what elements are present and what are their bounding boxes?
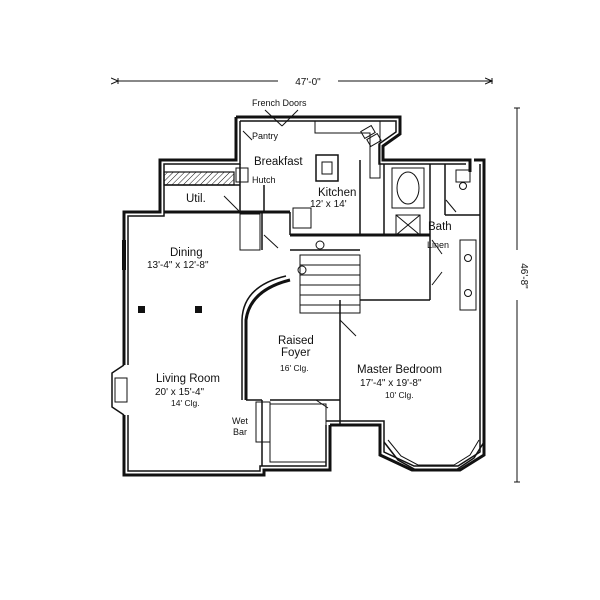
- entry-porch: [269, 403, 327, 463]
- kitchen-dims: 12' x 14': [310, 199, 347, 210]
- living-room-label: Living Room: [156, 373, 220, 385]
- depth-label: 46'-8": [518, 263, 529, 289]
- kitchen-label: Kitchen: [318, 187, 356, 199]
- bath-label: Bath: [428, 221, 452, 233]
- util-label: Util.: [186, 193, 206, 205]
- vanity: [459, 239, 477, 311]
- shower: [395, 214, 421, 236]
- width-dimension: 47'-0": [118, 77, 492, 88]
- dining-dims: 13'-4" x 12'-8": [147, 260, 209, 271]
- french-doors-label: French Doors: [252, 98, 307, 108]
- doors: [223, 109, 457, 409]
- width-label: 47'-0": [295, 77, 321, 88]
- linen-label: Linen: [427, 240, 449, 250]
- master-bedroom-ceiling: 10' Clg.: [385, 390, 414, 400]
- wet-bar-counter: [255, 401, 271, 443]
- raised-foyer-ceiling: 16' Clg.: [280, 363, 309, 373]
- interior-walls: [138, 160, 480, 466]
- living-room-ceiling: 14' Clg.: [171, 398, 200, 408]
- master-bedroom-label: Master Bedroom: [357, 364, 442, 376]
- wet-bar-label-line1: Wet: [232, 416, 248, 426]
- foyer-curved-wall: [244, 278, 291, 400]
- fireplace: [111, 364, 128, 416]
- master-bedroom-dims: 17'-4" x 19'-8": [360, 378, 422, 389]
- bay-window: [383, 439, 485, 471]
- raised-foyer-label-line2: Foyer: [281, 347, 311, 359]
- depth-dimension: 46'-8": [514, 107, 529, 483]
- pantry-label: Pantry: [252, 131, 279, 141]
- fixtures: [122, 121, 477, 311]
- living-room-dims: 20' x 15'-4": [155, 387, 205, 398]
- counter-hutch: [163, 171, 235, 186]
- kitchen-island: [315, 154, 339, 182]
- breakfast-label: Breakfast: [254, 156, 303, 168]
- bathtub: [391, 167, 425, 209]
- stair-treads: [300, 264, 360, 306]
- wet-bar-label-line2: Bar: [233, 427, 247, 437]
- raised-foyer-label-line1: Raised: [278, 335, 314, 347]
- staircase: [299, 254, 361, 314]
- hutch-label: Hutch: [252, 175, 276, 185]
- dining-label: Dining: [170, 247, 203, 259]
